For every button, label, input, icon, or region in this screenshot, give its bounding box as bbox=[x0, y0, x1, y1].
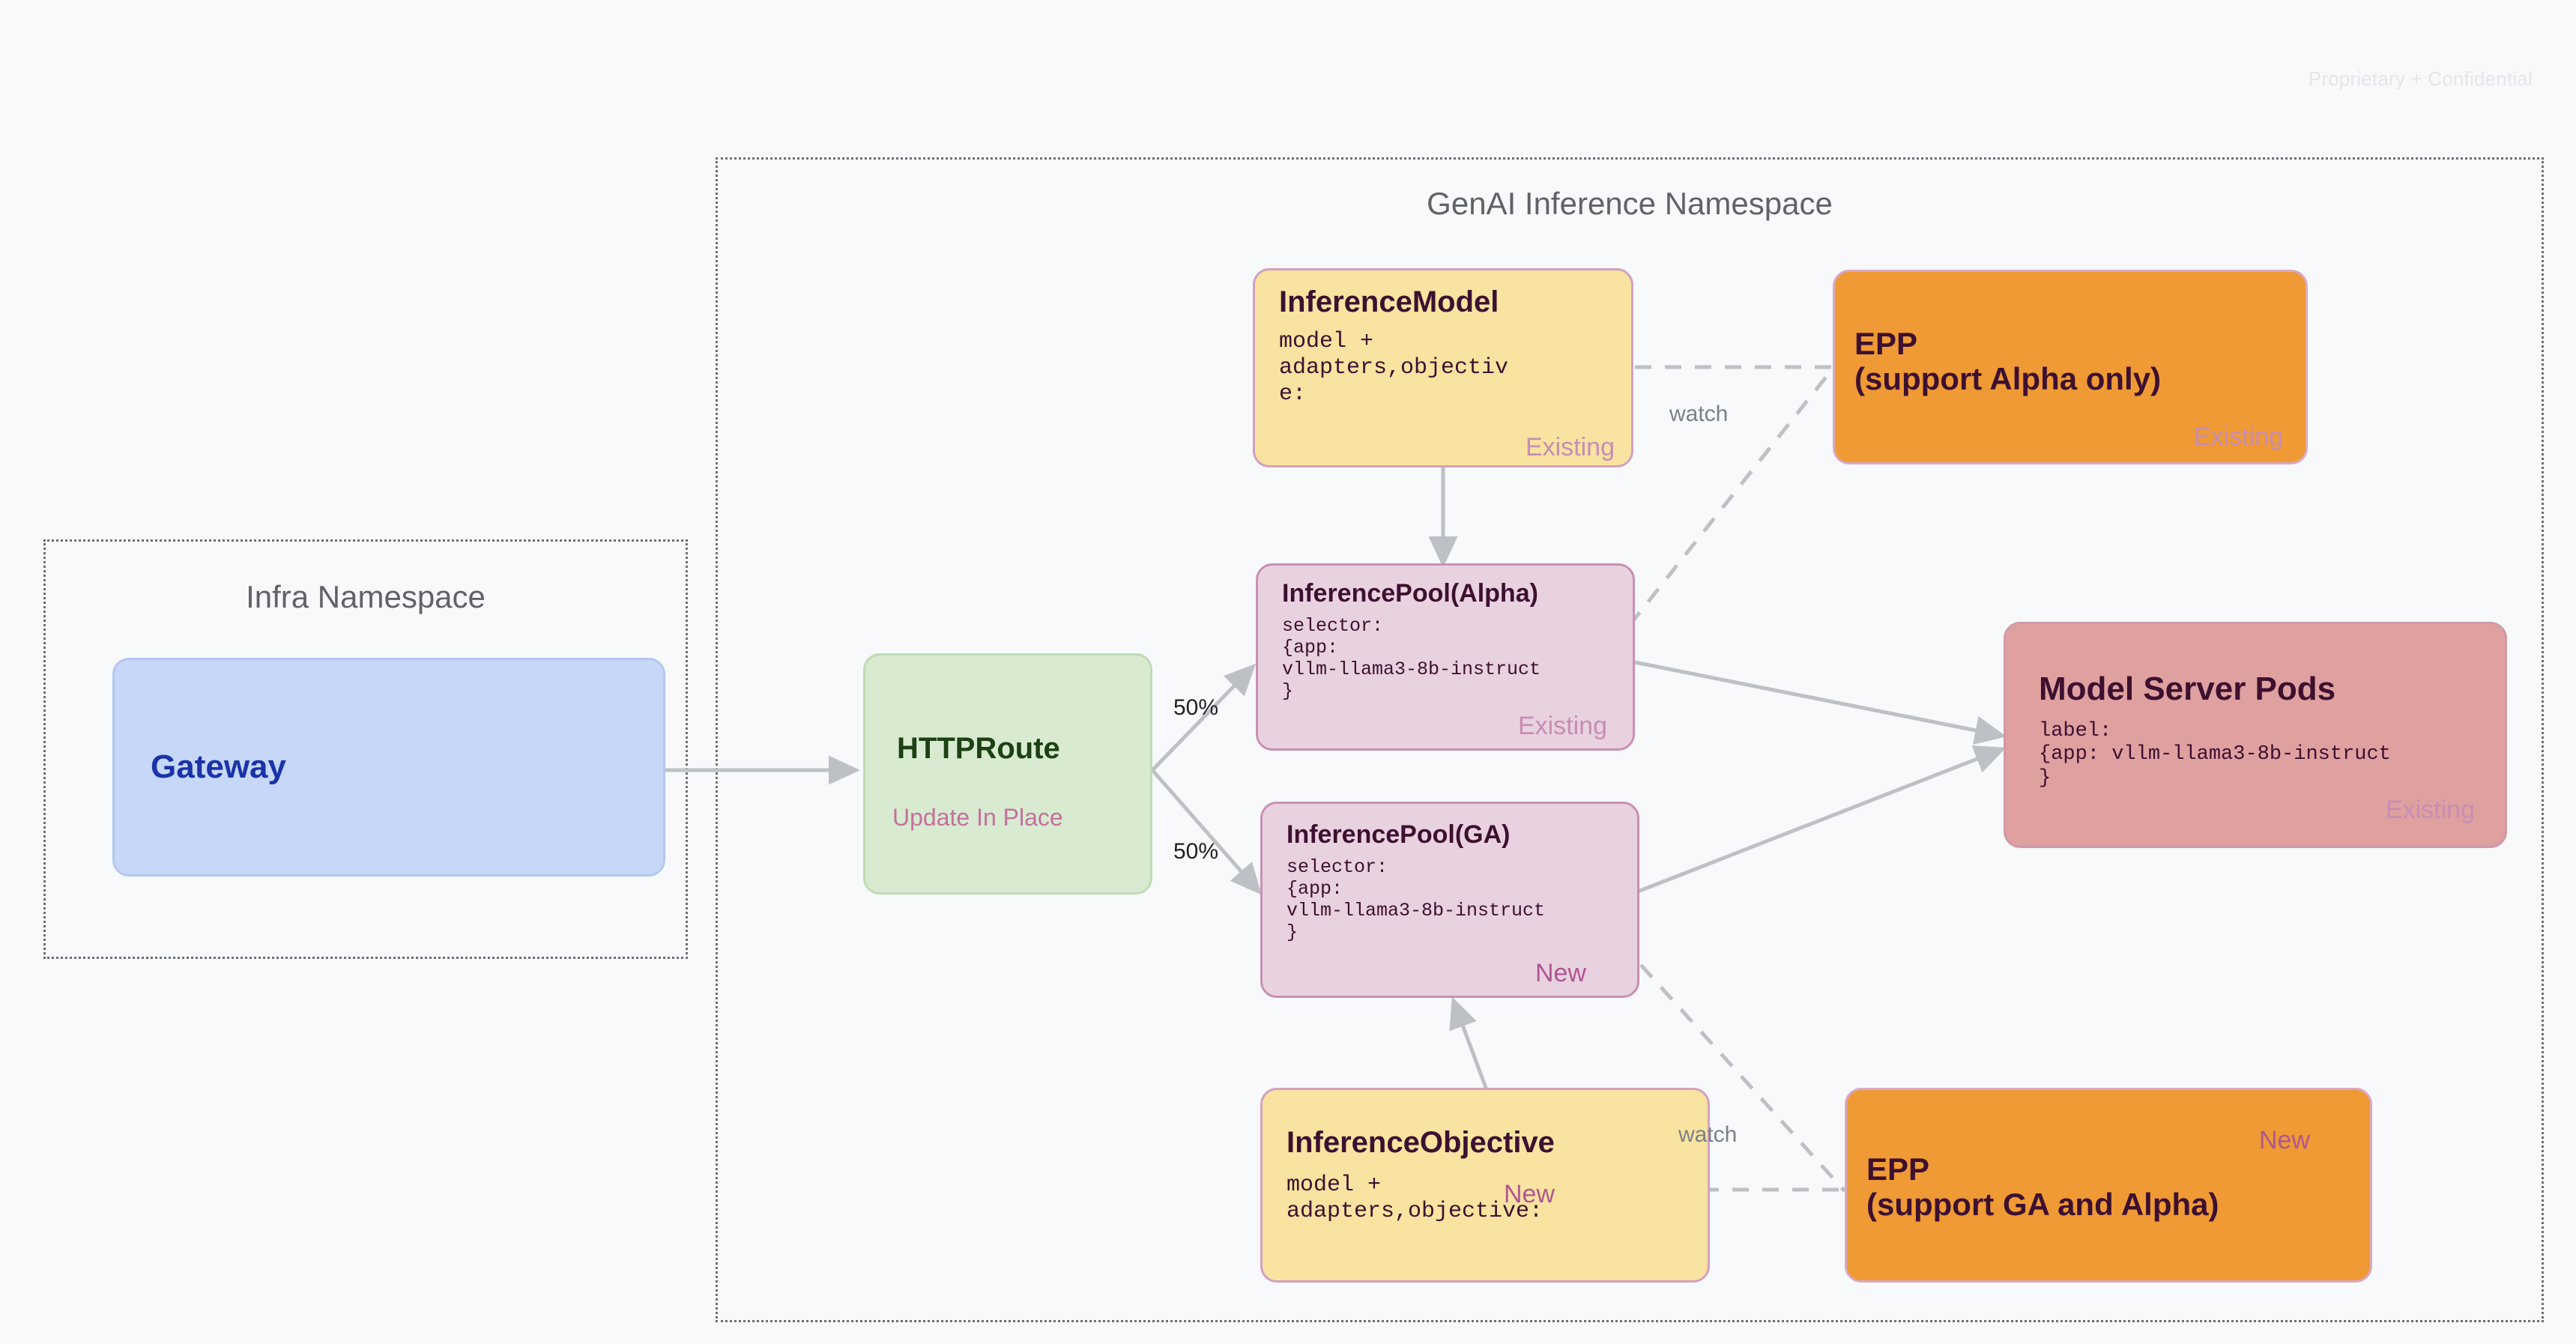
node-httproute[interactable]: HTTPRoute Update In Place bbox=[863, 653, 1152, 895]
inference-pool-ga-badge: New bbox=[1535, 959, 1586, 987]
httproute-badge: Update In Place bbox=[892, 804, 1063, 831]
edge-label-split-alpha: 50% bbox=[1173, 695, 1219, 720]
node-epp-ga[interactable]: EPP (support GA and Alpha) New bbox=[1845, 1088, 2372, 1283]
inference-pool-alpha-spec: selector: {app: vllm-llama3-8b-instruct … bbox=[1282, 615, 1541, 702]
model-server-pods-badge: Existing bbox=[2385, 796, 2475, 824]
inference-pool-ga-title: InferencePool(GA) bbox=[1287, 820, 1511, 849]
httproute-title: HTTPRoute bbox=[897, 732, 1060, 765]
inference-model-badge: Existing bbox=[1525, 433, 1615, 461]
inference-pool-alpha-title: InferencePool(Alpha) bbox=[1282, 579, 1538, 608]
genai-namespace-container: GenAI Inference Namespace bbox=[716, 157, 2544, 1322]
infra-namespace-title: Infra Namespace bbox=[246, 579, 486, 614]
inference-objective-badge: New bbox=[1504, 1180, 1555, 1208]
inference-pool-alpha-badge: Existing bbox=[1517, 712, 1607, 740]
epp-ga-title: EPP (support GA and Alpha) bbox=[1866, 1151, 2219, 1223]
node-model-server-pods[interactable]: Model Server Pods label: {app: vllm-llam… bbox=[2004, 622, 2507, 848]
inference-pool-ga-spec: selector: {app: vllm-llama3-8b-instruct … bbox=[1287, 856, 1546, 943]
model-server-pods-spec: label: {app: vllm-llama3-8b-instruct } bbox=[2039, 720, 2391, 790]
gateway-title: Gateway bbox=[151, 748, 286, 785]
node-inference-pool-alpha[interactable]: InferencePool(Alpha) selector: {app: vll… bbox=[1256, 563, 1635, 751]
epp-ga-badge: New bbox=[2258, 1126, 2310, 1154]
edge-label-split-ga: 50% bbox=[1173, 839, 1219, 864]
epp-alpha-title: EPP (support Alpha only) bbox=[1854, 326, 2162, 397]
inference-objective-spec: model + adapters,objective: bbox=[1287, 1172, 1544, 1224]
node-inference-objective[interactable]: InferenceObjective model + adapters,obje… bbox=[1260, 1088, 1710, 1283]
epp-alpha-badge: Existing bbox=[2193, 423, 2283, 451]
inference-model-title: InferenceModel bbox=[1279, 285, 1499, 318]
confidential-note: Proprietary + Confidential bbox=[2308, 67, 2533, 90]
node-inference-pool-ga[interactable]: InferencePool(GA) selector: {app: vllm-l… bbox=[1260, 802, 1639, 998]
node-gateway[interactable]: Gateway bbox=[112, 658, 665, 877]
node-epp-alpha[interactable]: EPP (support Alpha only) Existing bbox=[1833, 270, 2308, 464]
genai-namespace-title: GenAI Inference Namespace bbox=[1427, 186, 1833, 221]
inference-model-spec: model + adapters,objectiv e: bbox=[1279, 329, 1509, 407]
node-inference-model[interactable]: InferenceModel model + adapters,objectiv… bbox=[1253, 268, 1633, 467]
edge-label-watch-alpha: watch bbox=[1669, 402, 1729, 426]
infra-namespace-container: Infra Namespace bbox=[43, 539, 688, 959]
model-server-pods-title: Model Server Pods bbox=[2039, 671, 2336, 707]
edge-label-watch-ga: watch bbox=[1678, 1122, 1738, 1147]
inference-objective-title: InferenceObjective bbox=[1287, 1126, 1555, 1159]
